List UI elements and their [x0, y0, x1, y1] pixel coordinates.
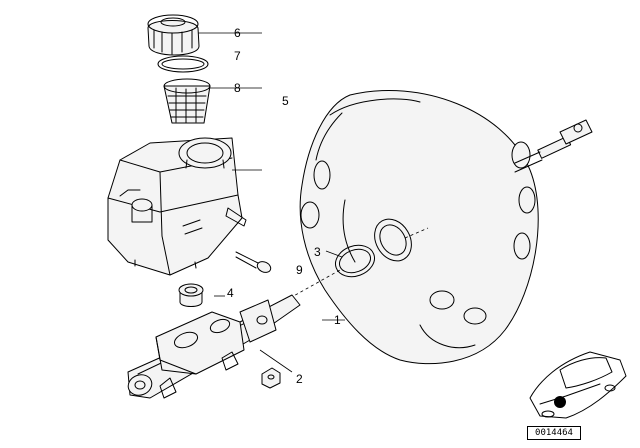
part-label-4: 4 — [227, 286, 234, 300]
filler-cap[interactable] — [147, 14, 200, 56]
o-ring-3[interactable] — [331, 240, 379, 282]
reservoir[interactable] — [107, 137, 247, 276]
part-label-7: 7 — [234, 49, 241, 63]
strainer[interactable] — [163, 78, 211, 124]
alignment-line-2 — [404, 227, 429, 239]
part-label-9: 9 — [296, 263, 303, 277]
part-label-8: 8 — [234, 81, 241, 95]
part-label-3: 3 — [314, 245, 321, 259]
leader-line-3 — [325, 250, 343, 258]
part-label-5: 5 — [282, 94, 289, 108]
reference-code-label: 0014464 — [527, 426, 581, 440]
cap-seal-ring[interactable] — [157, 55, 209, 73]
reservoir-screw[interactable] — [235, 251, 272, 274]
part-label-2: 2 — [296, 372, 303, 386]
pushrod-clevis[interactable] — [514, 119, 593, 173]
grommet[interactable] — [178, 283, 204, 307]
location-marker — [554, 396, 566, 408]
part-label-1: 1 — [334, 313, 341, 327]
part-label-6: 6 — [234, 26, 241, 40]
master-cylinder[interactable] — [125, 294, 301, 399]
brake-booster[interactable] — [299, 89, 539, 365]
booster-gasket[interactable] — [367, 212, 418, 267]
leader-line-2 — [259, 349, 293, 373]
sealing-nut[interactable] — [261, 367, 281, 389]
car-locator-thumbnail — [529, 351, 627, 419]
